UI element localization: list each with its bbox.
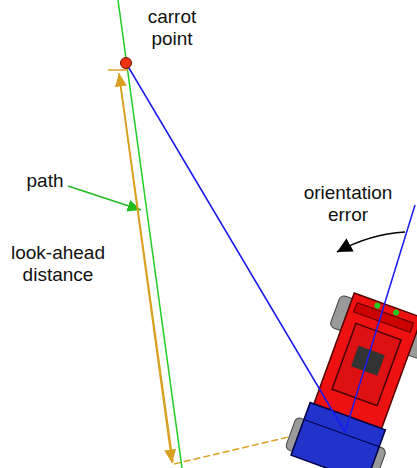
- lookahead-dimension: [119, 73, 173, 462]
- carrot-dot: [121, 58, 132, 69]
- vehicle: [283, 289, 417, 468]
- carrot-line: [126, 63, 345, 432]
- heading-line: [345, 205, 415, 432]
- path-leader: [68, 186, 141, 210]
- dimension-tick: [108, 69, 128, 71]
- dimension-label: look-ahead distance: [6, 242, 110, 286]
- lookahead-dimension: [119, 75, 172, 463]
- angle-label: orientation error: [283, 182, 413, 226]
- point-label: carrot point: [132, 6, 212, 50]
- path-label: path: [15, 170, 75, 192]
- error-arc: [337, 232, 405, 252]
